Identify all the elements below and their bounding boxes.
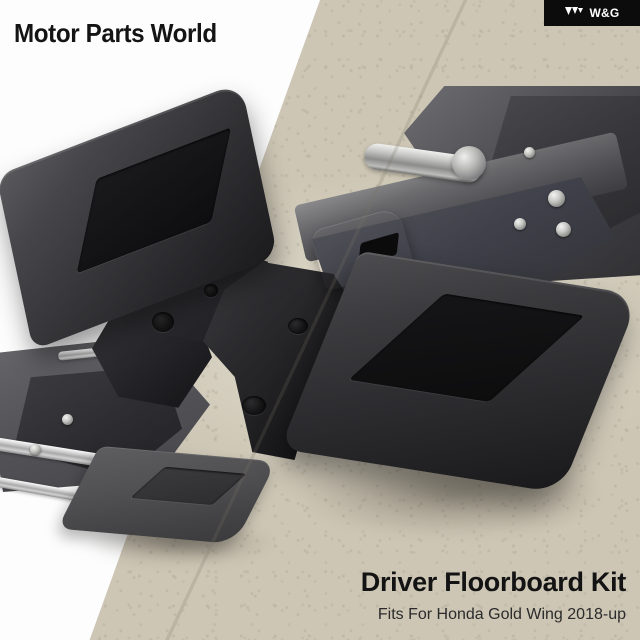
product-title: Driver Floorboard Kit	[360, 567, 627, 597]
chrome-bolt	[524, 147, 535, 158]
linkage-joint	[452, 146, 486, 180]
bracket-pivot-hole	[152, 312, 174, 332]
chrome-bolt	[30, 444, 41, 455]
bracket-bolt-hole	[242, 396, 266, 415]
watermark-badge: W&G	[544, 0, 640, 26]
watermark-label: W&G	[589, 6, 620, 20]
bracket-bolt-hole	[204, 284, 218, 297]
product-subtitle: Fits For Honda Gold Wing 2018-up	[377, 606, 626, 623]
triple-chevron-mark-icon	[564, 4, 585, 22]
chrome-bolt	[556, 222, 571, 237]
bracket-bolt-hole	[288, 318, 308, 334]
chrome-bolt	[548, 190, 565, 207]
chrome-bolt	[514, 218, 526, 230]
chrome-bolt	[62, 414, 73, 425]
brand-title: Motor Parts World	[14, 18, 217, 48]
